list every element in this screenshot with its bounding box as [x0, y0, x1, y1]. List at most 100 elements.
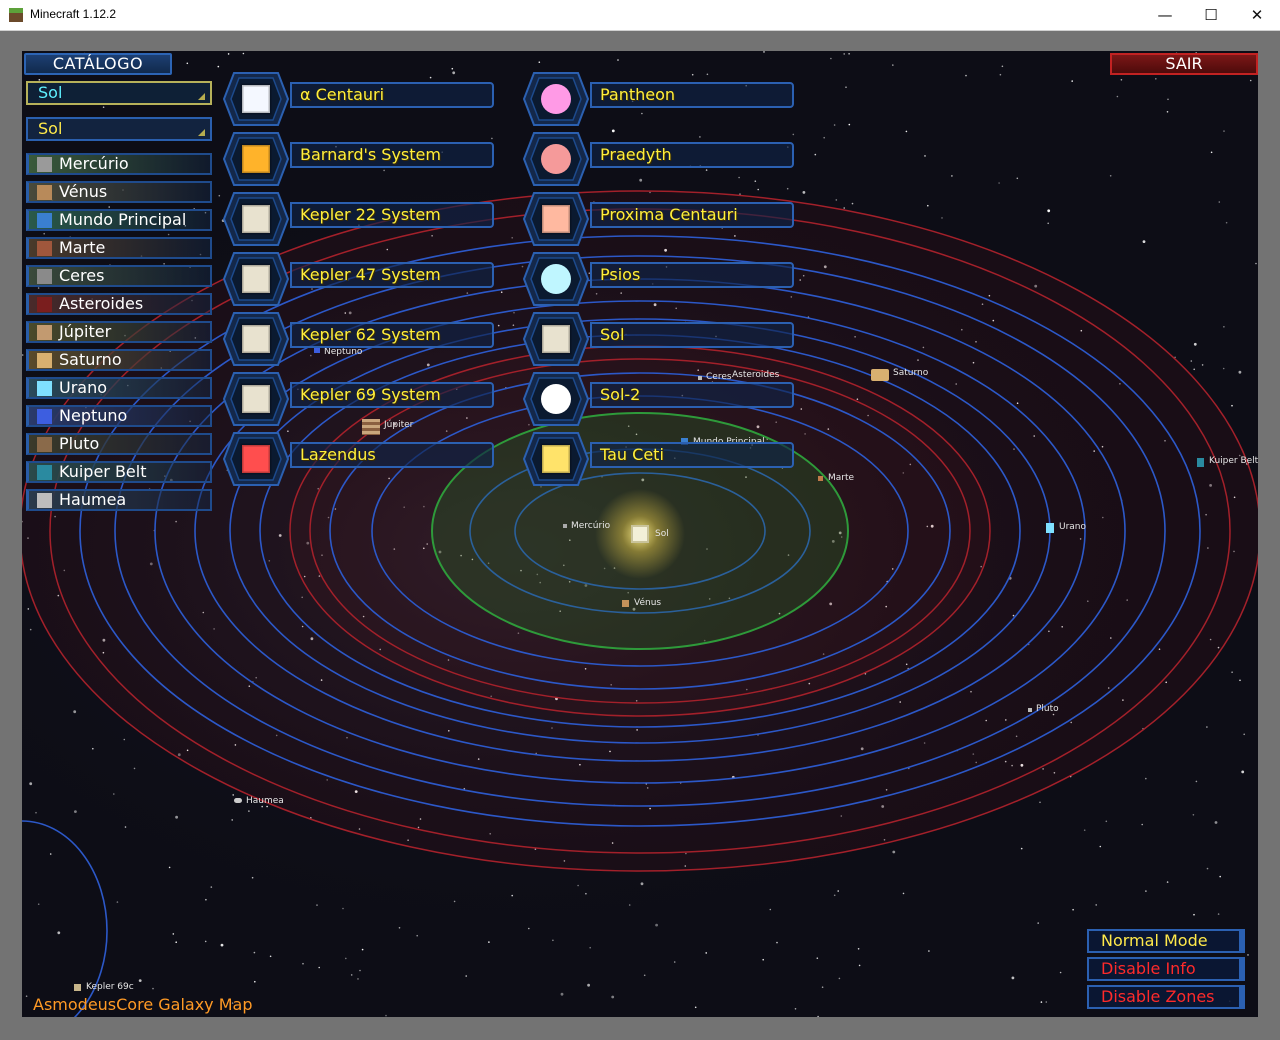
venus-icon[interactable]	[622, 600, 629, 607]
urano-icon[interactable]	[1046, 523, 1054, 533]
galaxy-selector-value: Sol	[38, 83, 63, 102]
disable-info-button[interactable]: Disable Info	[1087, 957, 1245, 981]
star-icon[interactable]	[222, 251, 290, 307]
system-entry-sysLeft-2[interactable]: Kepler 22 System	[222, 191, 498, 247]
mundo-principal-icon[interactable]	[681, 438, 688, 445]
map-label-neptuno[interactable]: Neptuno	[324, 347, 363, 357]
map-label-jupiter[interactable]: Júpiter	[384, 420, 414, 430]
marte-icon[interactable]	[818, 476, 823, 481]
maximize-button[interactable]: ☐	[1204, 6, 1218, 24]
system-entry-sysRight-6[interactable]: Tau Ceti	[522, 431, 798, 487]
system-name[interactable]: Praedyth	[590, 142, 794, 168]
system-name[interactable]: Tau Ceti	[590, 442, 794, 468]
normal-mode-button[interactable]: Normal Mode	[1087, 929, 1245, 953]
system-name[interactable]: Kepler 47 System	[290, 262, 494, 288]
system-entry-sysLeft-0[interactable]: α Centauri	[222, 71, 498, 127]
system-name[interactable]: Kepler 62 System	[290, 322, 494, 348]
system-entry-sysRight-5[interactable]: Sol-2	[522, 371, 798, 427]
system-entry-sysRight-4[interactable]: Sol	[522, 311, 798, 367]
star-icon[interactable]	[222, 311, 290, 367]
map-label-haumea[interactable]: Haumea	[246, 796, 284, 806]
star-icon[interactable]	[222, 431, 290, 487]
system-name[interactable]: Kepler 69 System	[290, 382, 494, 408]
system-entry-sysRight-3[interactable]: Psios	[522, 251, 798, 307]
ceres-icon[interactable]	[698, 376, 702, 380]
map-label-mercurio[interactable]: Mercúrio	[571, 521, 611, 531]
map-label-sol[interactable]: Sol	[655, 529, 669, 539]
planet-item-3[interactable]: Marte	[26, 237, 212, 259]
planet-item-4[interactable]: Ceres	[26, 265, 212, 287]
planet-item-11[interactable]: Kuiper Belt	[26, 461, 212, 483]
kepler-69c-icon[interactable]	[74, 984, 81, 991]
system-entry-sysLeft-3[interactable]: Kepler 47 System	[222, 251, 498, 307]
system-entry-sysLeft-6[interactable]: Lazendus	[222, 431, 498, 487]
system-name[interactable]: Pantheon	[590, 82, 794, 108]
star-icon[interactable]	[222, 371, 290, 427]
planet-item-10[interactable]: Pluto	[26, 433, 212, 455]
minimize-button[interactable]: —	[1157, 6, 1173, 24]
system-name[interactable]: Proxima Centauri	[590, 202, 794, 228]
planet-item-label: Saturno	[59, 350, 122, 369]
exit-button[interactable]: SAIR	[1110, 53, 1258, 75]
system-name[interactable]: α Centauri	[290, 82, 494, 108]
system-entry-sysLeft-1[interactable]: Barnard's System	[222, 131, 498, 187]
planet-item-1[interactable]: Vénus	[26, 181, 212, 203]
jupiter-icon[interactable]	[362, 419, 380, 435]
star-icon[interactable]	[522, 191, 590, 247]
map-label-kuiper-belt[interactable]: Kuiper Belt	[1209, 456, 1258, 466]
system-entry-sysLeft-5[interactable]: Kepler 69 System	[222, 371, 498, 427]
disable-zones-button[interactable]: Disable Zones	[1087, 985, 1245, 1009]
planet-item-8[interactable]: Urano	[26, 377, 212, 399]
system-name[interactable]: Kepler 22 System	[290, 202, 494, 228]
system-entry-sysRight-1[interactable]: Praedyth	[522, 131, 798, 187]
planet-icon	[37, 297, 52, 312]
star-icon[interactable]	[222, 191, 290, 247]
planet-item-9[interactable]: Neptuno	[26, 405, 212, 427]
window-titlebar: Minecraft 1.12.2 — ☐ ✕	[0, 0, 1280, 31]
planet-item-12[interactable]: Haumea	[26, 489, 212, 511]
planet-item-6[interactable]: Júpiter	[26, 321, 212, 343]
star-icon[interactable]	[522, 311, 590, 367]
map-label-saturno[interactable]: Saturno	[893, 368, 929, 378]
system-entry-sysRight-0[interactable]: Pantheon	[522, 71, 798, 127]
planet-item-7[interactable]: Saturno	[26, 349, 212, 371]
mercurio-icon[interactable]	[563, 524, 567, 528]
star-icon[interactable]	[222, 71, 290, 127]
system-name[interactable]: Sol-2	[590, 382, 794, 408]
star-icon[interactable]	[522, 131, 590, 187]
planet-item-5[interactable]: Asteroides	[26, 293, 212, 315]
close-button[interactable]: ✕	[1250, 6, 1264, 24]
planet-item-0[interactable]: Mercúrio	[26, 153, 212, 175]
map-label-kepler-69c[interactable]: Kepler 69c	[86, 982, 134, 992]
galaxy-selector[interactable]: Sol	[26, 81, 212, 105]
map-label-asteroides[interactable]: Asteroides	[732, 370, 780, 380]
map-label-urano[interactable]: Urano	[1059, 522, 1087, 532]
planet-item-2[interactable]: Mundo Principal	[26, 209, 212, 231]
system-entry-sysRight-2[interactable]: Proxima Centauri	[522, 191, 798, 247]
catalog-tab[interactable]: CATÁLOGO	[24, 53, 172, 75]
kuiper-belt-icon[interactable]	[1197, 458, 1204, 467]
star-icon[interactable]	[522, 431, 590, 487]
galaxy-map-canvas[interactable]	[22, 51, 1258, 1017]
pluto-icon[interactable]	[1028, 708, 1032, 712]
saturno-icon[interactable]	[871, 369, 889, 381]
star-icon[interactable]	[222, 131, 290, 187]
map-label-ceres[interactable]: Ceres	[706, 372, 732, 382]
star-icon[interactable]	[522, 251, 590, 307]
system-name[interactable]: Barnard's System	[290, 142, 494, 168]
haumea-icon[interactable]	[234, 798, 242, 803]
system-name[interactable]: Psios	[590, 262, 794, 288]
neptuno-icon[interactable]	[314, 347, 320, 353]
sun-icon[interactable]	[631, 525, 649, 543]
system-name[interactable]: Lazendus	[290, 442, 494, 468]
map-label-venus[interactable]: Vénus	[634, 598, 662, 608]
galaxy-map-viewport[interactable]: Sol Mercúrio Vénus Mundo Principal Marte…	[22, 51, 1258, 1017]
system-entry-sysLeft-4[interactable]: Kepler 62 System	[222, 311, 498, 367]
star-icon[interactable]	[522, 71, 590, 127]
star-icon[interactable]	[522, 371, 590, 427]
map-label-pluto[interactable]: Pluto	[1036, 704, 1059, 714]
system-name[interactable]: Sol	[590, 322, 794, 348]
system-selector[interactable]: Sol	[26, 117, 212, 141]
map-label-marte[interactable]: Marte	[828, 473, 855, 483]
planet-item-label: Urano	[59, 378, 108, 397]
